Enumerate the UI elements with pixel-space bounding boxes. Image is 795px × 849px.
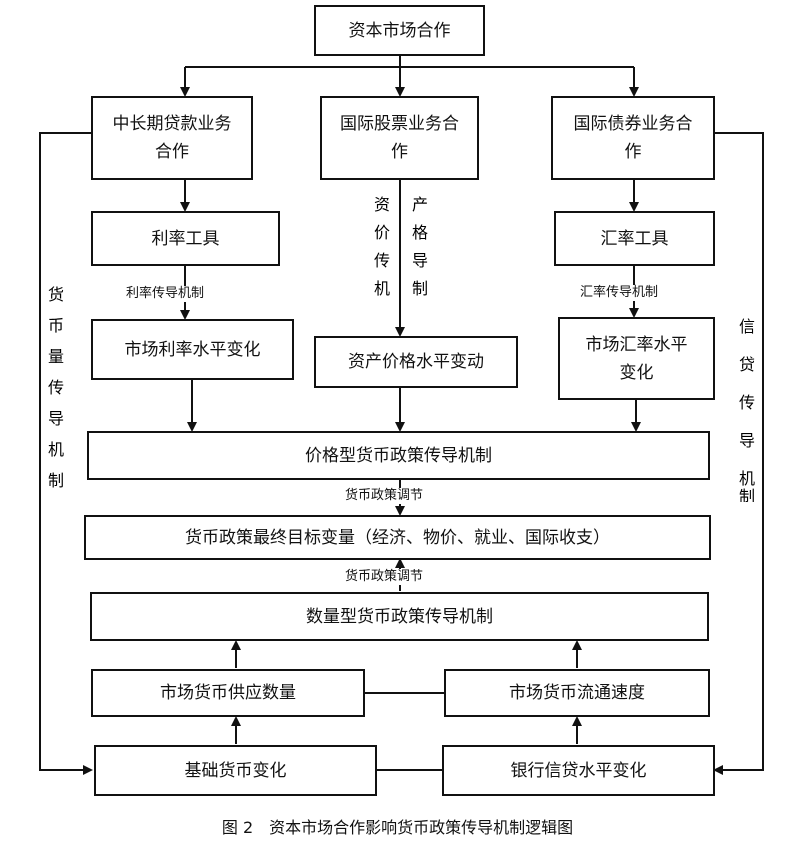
svg-text:产: 产 [412,195,428,214]
svg-text:资: 资 [374,195,390,214]
svg-text:机: 机 [48,440,64,459]
credit-mechanism-text: 信 贷 传 导 机 制 [739,317,755,506]
bond-cooperation-box: 国际债券业务合作 [551,96,715,180]
money-velocity-label: 市场货币流通速度 [509,683,645,703]
svg-text:传: 传 [739,393,755,412]
svg-text:导: 导 [48,409,64,428]
figure-caption: 图 2 资本市场合作影响货币政策传导机制逻辑图 [221,818,574,837]
money-supply-label: 市场货币供应数量 [160,683,296,703]
rate-mechanism-label: 利率传导机制 [126,286,205,302]
quantity-mechanism-label: 数量型货币政策传导机制 [306,606,493,627]
svg-text:制: 制 [412,279,428,298]
quantity-mechanism-box: 数量型货币政策传导机制 [90,592,709,641]
equity-cooperation-label: 国际股票业务合作 [340,114,459,162]
bond-cooperation-label: 国际债券业务合作 [573,114,693,162]
credit-loop-line [713,132,764,775]
base-money-box: 基础货币变化 [94,745,377,796]
fx-tool-box: 汇率工具 [554,211,715,266]
svg-text:格: 格 [412,223,428,242]
final-target-box: 货币政策最终目标变量（经济、物价、就业、国际收支） [84,515,711,560]
money-quantity-loop-line [39,132,93,775]
svg-text:币: 币 [48,316,64,335]
base-money-label: 基础货币变化 [184,760,287,781]
credit-mechanism-label: 信 贷 传 导 机 制 [737,312,757,506]
money-quantity-mechanism-text: 货 币 量 传 导 机 制 [48,285,64,490]
svg-text:传: 传 [374,251,390,270]
rate-tool-label: 利率工具 [151,228,220,249]
svg-text:导: 导 [739,431,755,450]
fx-tool-label: 汇率工具 [600,228,669,249]
rate-tool-box: 利率工具 [91,211,280,266]
loan-cooperation-box: 中长期贷款业务合作 [91,96,253,180]
svg-text:机: 机 [739,469,755,488]
final-target-label: 货币政策最终目标变量（经济、物价、就业、国际收支） [185,527,610,548]
money-quantity-mechanism-label: 货 币 量 传 导 机 制 [46,280,66,500]
bank-credit-label: 银行信贷水平变化 [510,760,647,781]
policy-adjust-label-upper: 货币政策调节 [345,488,424,504]
capital-market-cooperation-box: 资本市场合作 [314,5,485,56]
svg-text:传: 传 [48,378,64,397]
asset-price-mechanism-text: 资 价 传 机 产 格 导 制 [374,195,428,298]
svg-text:贷: 贷 [739,355,755,374]
market-fx-change-label: 市场汇率水平变化 [585,334,688,383]
svg-text:制: 制 [48,471,64,490]
market-rate-change-box: 市场利率水平变化 [91,319,294,380]
fx-mechanism-label: 汇率传导机制 [580,285,659,301]
price-mechanism-box: 价格型货币政策传导机制 [87,431,710,480]
asset-price-change-box: 资产价格水平变动 [314,336,518,388]
svg-text:制: 制 [739,487,755,502]
money-velocity-box: 市场货币流通速度 [444,669,710,717]
svg-text:信: 信 [739,317,755,336]
policy-adjust-label-lower: 货币政策调节 [345,569,424,585]
market-fx-change-box: 市场汇率水平变化 [558,317,715,400]
price-mechanism-label: 价格型货币政策传导机制 [305,445,492,466]
money-supply-box: 市场货币供应数量 [91,669,365,717]
asset-price-mechanism-label: 资 价 传 机 产 格 导 制 [368,190,436,320]
equity-cooperation-box: 国际股票业务合作 [320,96,479,180]
capital-market-cooperation-label: 资本市场合作 [348,20,451,41]
asset-price-change-label: 资产价格水平变动 [348,352,484,372]
svg-text:导: 导 [412,251,428,270]
loan-cooperation-label: 中长期贷款业务合作 [112,114,232,162]
svg-text:价: 价 [374,223,390,242]
market-rate-change-label: 市场利率水平变化 [124,339,261,360]
svg-text:量: 量 [48,347,64,366]
bank-credit-box: 银行信贷水平变化 [442,745,715,796]
svg-text:机: 机 [374,279,390,298]
svg-text:货: 货 [48,285,64,304]
